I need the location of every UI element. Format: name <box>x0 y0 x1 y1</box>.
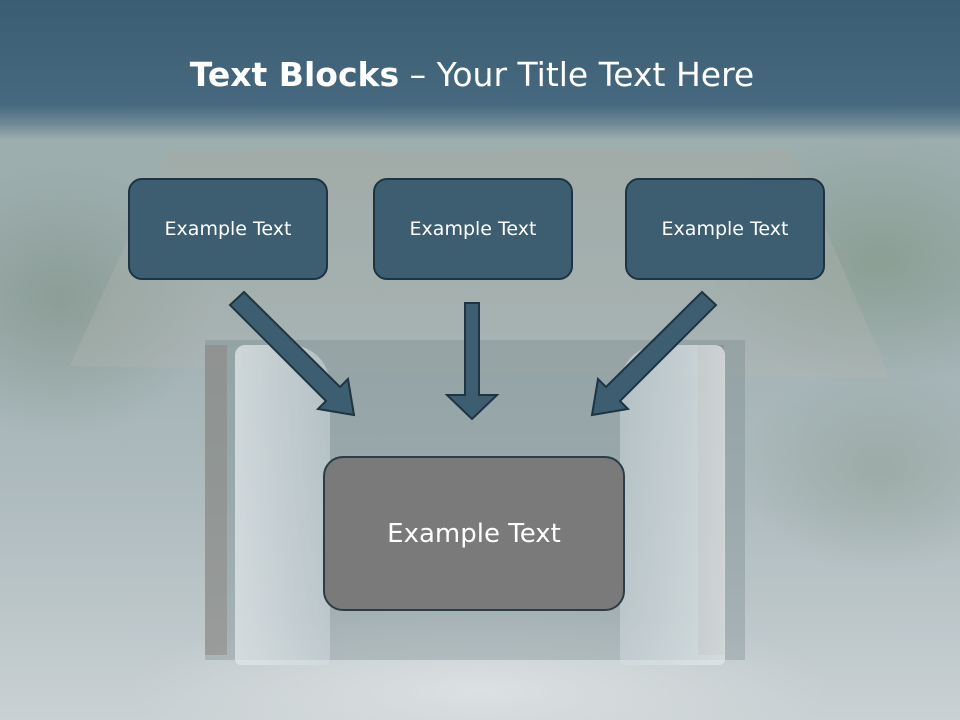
text-block-right-label: Example Text <box>661 218 789 240</box>
arrow-right-icon <box>590 290 718 417</box>
arrow-center-icon <box>444 302 500 421</box>
text-block-center-label: Example Text <box>409 218 537 240</box>
text-block-center[interactable]: Example Text <box>373 178 573 280</box>
text-block-left[interactable]: Example Text <box>128 178 328 280</box>
slide-title[interactable]: Text Blocks – Your Title Text Here <box>0 52 944 98</box>
arrow-left-icon <box>228 290 356 417</box>
title-rest: Your Title Text Here <box>436 55 755 94</box>
left-curtain-photo <box>235 345 330 665</box>
right-curtain-photo <box>620 345 725 665</box>
text-block-left-label: Example Text <box>164 218 292 240</box>
title-dash: – <box>399 55 437 94</box>
result-block[interactable]: Example Text <box>323 456 625 611</box>
text-block-right[interactable]: Example Text <box>625 178 825 280</box>
result-block-label: Example Text <box>387 518 561 549</box>
left-post-photo <box>205 345 227 655</box>
title-bold: Text Blocks <box>189 55 400 94</box>
title-band <box>0 0 960 140</box>
